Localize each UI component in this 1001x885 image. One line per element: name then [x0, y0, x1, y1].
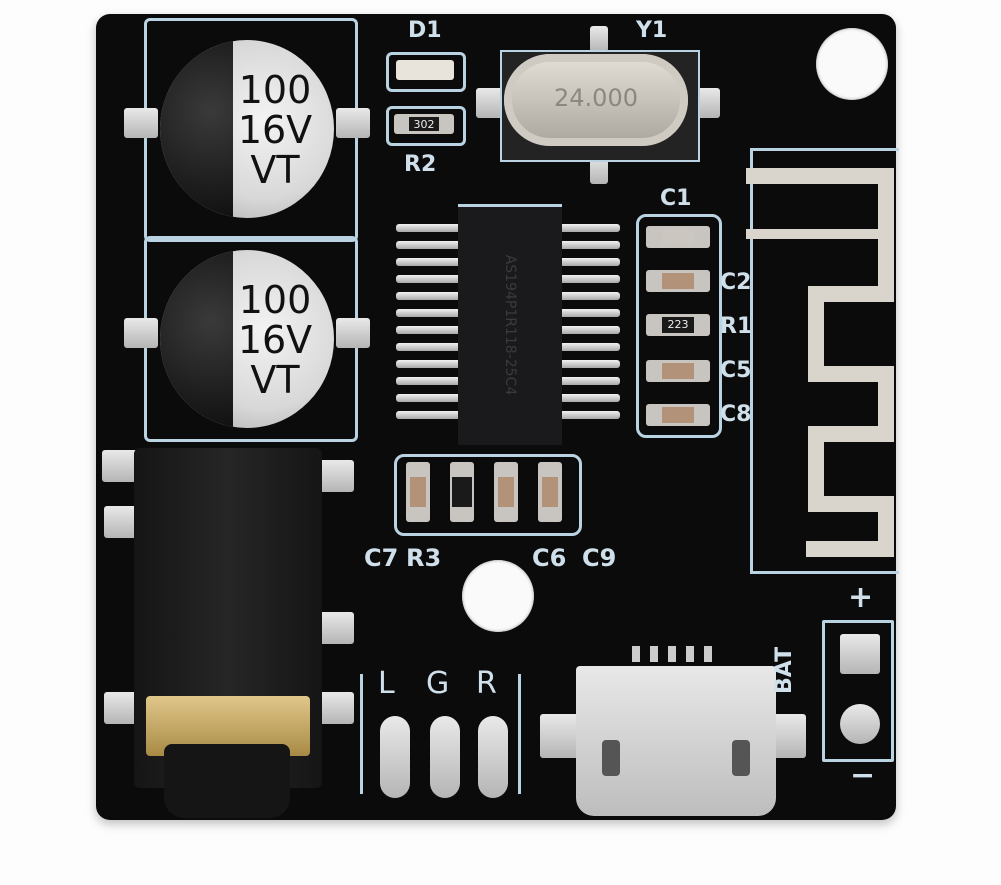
capacitor-c1: [646, 226, 710, 248]
label-r2: R2: [404, 152, 437, 177]
resistor-r2-outline: [386, 106, 466, 146]
ic-pins-right: [558, 224, 620, 419]
label-right-channel: R: [476, 666, 497, 701]
battery-pad-outline: [822, 620, 894, 762]
bluetooth-ic: AS194P1R118-25C4: [458, 204, 562, 445]
ic-marking: AS194P1R118-25C4: [502, 254, 518, 396]
label-battery: BAT: [772, 646, 797, 694]
center-hole: [462, 560, 534, 632]
label-y1: Y1: [636, 18, 668, 43]
label-r1: R1: [720, 314, 753, 339]
label-c1: C1: [660, 186, 692, 211]
label-ground: G: [426, 666, 450, 701]
label-r3: R3: [406, 544, 442, 572]
led-outline: [386, 52, 466, 92]
battery-pad-positive: [840, 634, 880, 674]
label-battery-minus: −: [850, 758, 876, 793]
crystal-pin-top: [590, 26, 608, 52]
usb-slot-right: [732, 740, 750, 776]
jack-tab-3: [318, 460, 354, 492]
resistor-r2: 302: [394, 114, 454, 134]
lgr-bracket-left: [360, 674, 363, 794]
pcb-board: 100 16V VT 100 16V VT D1 302 R2 Y1 24.00…: [96, 14, 899, 820]
cap-top-brand: VT: [250, 148, 300, 192]
pcb-antenna-trace: [746, 168, 894, 557]
capacitor-c2: [646, 270, 710, 292]
battery-pad-negative: [840, 704, 880, 744]
electrolytic-capacitor-top: 100 16V VT: [160, 40, 334, 218]
usb-slot-left: [602, 740, 620, 776]
resistor-r3: [450, 462, 474, 522]
label-c5: C5: [720, 358, 752, 383]
label-c6: C6: [532, 544, 567, 572]
cap-bottom-pad-right: [336, 318, 370, 348]
capacitor-c9: [538, 462, 562, 522]
jack-tab-4: [318, 612, 354, 644]
label-left-channel: L: [378, 666, 395, 701]
micro-usb-port: [576, 666, 776, 816]
usb-tab-left: [540, 714, 582, 758]
capacitor-c7: [406, 462, 430, 522]
crystal-y1: 24.000: [504, 54, 688, 146]
label-c8: C8: [720, 402, 752, 427]
capacitor-c6: [494, 462, 518, 522]
right-smd-outline: [636, 214, 722, 438]
crystal-marking: 24.000: [554, 84, 638, 112]
capacitor-c8: [646, 404, 710, 426]
label-c9: C9: [582, 544, 617, 572]
pad-left-channel: [380, 716, 410, 798]
cap-bottom-pad-left: [124, 318, 158, 348]
usb-tab-right: [772, 714, 806, 758]
led-d1: [396, 60, 454, 80]
pad-ground: [430, 716, 460, 798]
usb-pins: [632, 646, 716, 662]
cap-bottom-value: 100: [238, 278, 312, 322]
label-c2: C2: [720, 270, 752, 295]
cap-bottom-brand: VT: [250, 358, 300, 402]
cap-top-value: 100: [238, 68, 312, 112]
label-d1: D1: [408, 18, 442, 43]
label-c7: C7: [364, 544, 399, 572]
antenna-outline: [750, 148, 899, 574]
ic-pins-left: [396, 224, 462, 419]
cap-top-pad-left: [124, 108, 158, 138]
cap-bottom-voltage: 16V: [237, 318, 313, 362]
electrolytic-capacitor-bottom: 100 16V VT: [160, 250, 334, 428]
cap-top-voltage: 16V: [237, 108, 313, 152]
bottom-smd-outline: [394, 454, 582, 536]
jack-tab-6: [318, 692, 354, 724]
mounting-hole: [816, 28, 888, 100]
cap-top-pad-right: [336, 108, 370, 138]
capacitor-c5: [646, 360, 710, 382]
resistor-r1: 223: [646, 314, 710, 336]
pad-right-channel: [478, 716, 508, 798]
lgr-bracket-right: [518, 674, 521, 794]
jack-opening: [164, 744, 290, 818]
label-battery-plus: +: [848, 580, 874, 615]
